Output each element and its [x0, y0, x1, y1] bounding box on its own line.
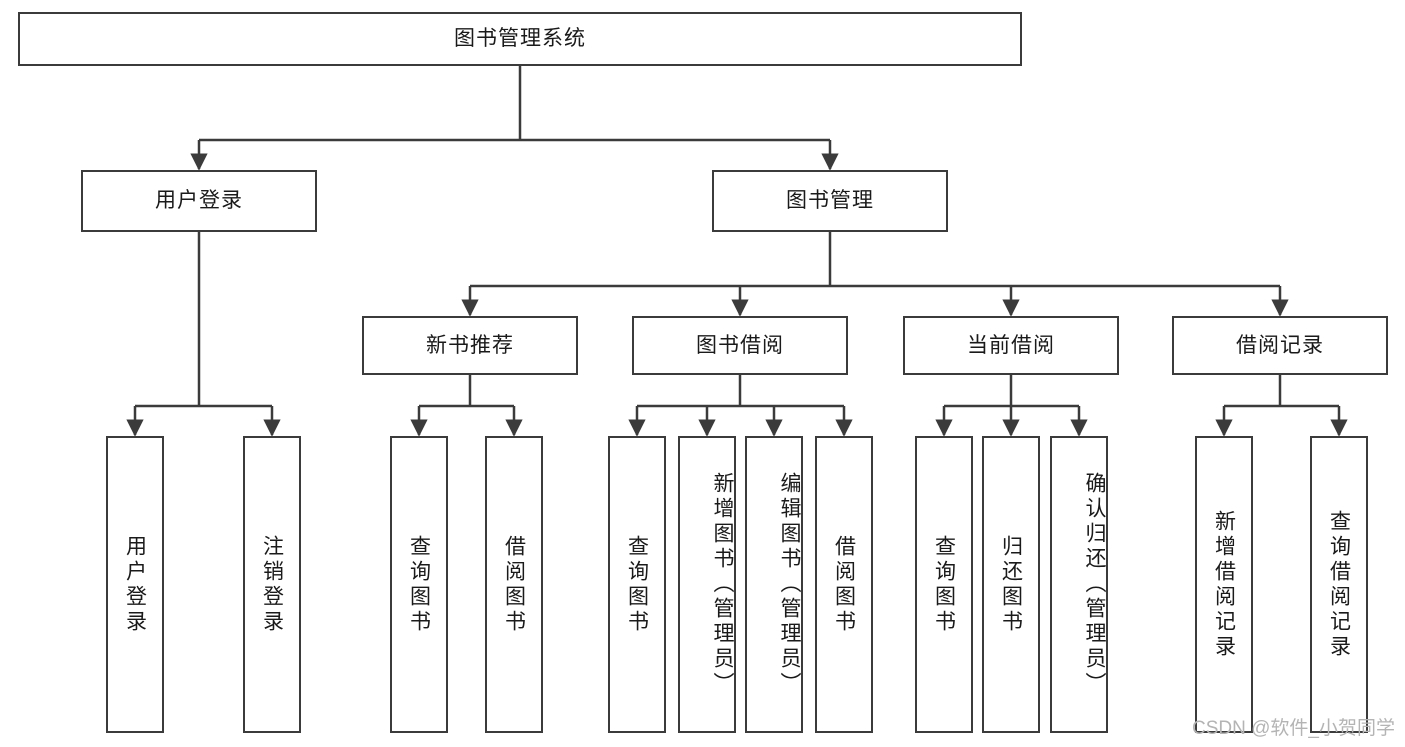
node-label: 借阅记录	[1236, 333, 1324, 357]
node-leaf-user-login[interactable]: 用户登录	[106, 436, 164, 733]
node-label: 确认归还（管理员）	[1083, 472, 1106, 697]
node-label: 当前借阅	[967, 333, 1055, 357]
node-label: 图书借阅	[696, 333, 784, 357]
node-root[interactable]: 图书管理系统	[18, 12, 1022, 66]
node-leaf-borrow-book-2[interactable]: 借阅图书	[815, 436, 873, 733]
node-current-borrow[interactable]: 当前借阅	[903, 316, 1119, 375]
node-user-login[interactable]: 用户登录	[81, 170, 317, 232]
node-label: 新书推荐	[426, 333, 514, 357]
node-leaf-add-record[interactable]: 新增借阅记录	[1195, 436, 1253, 733]
node-leaf-add-book[interactable]: 新增图书（管理员）	[678, 436, 736, 733]
node-book-borrow[interactable]: 图书借阅	[632, 316, 848, 375]
node-leaf-query-book-1[interactable]: 查询图书	[390, 436, 448, 733]
node-label: 注销登录	[260, 534, 284, 635]
node-label: 查询借阅记录	[1327, 509, 1351, 660]
node-leaf-query-book-2[interactable]: 查询图书	[608, 436, 666, 733]
node-label: 图书管理系统	[454, 27, 586, 51]
node-label: 用户登录	[123, 534, 147, 635]
node-label: 编辑图书（管理员）	[778, 472, 801, 697]
node-leaf-query-book-3[interactable]: 查询图书	[915, 436, 973, 733]
node-label: 查询图书	[932, 534, 956, 635]
node-label: 用户登录	[155, 189, 243, 213]
node-label: 新增借阅记录	[1212, 509, 1236, 660]
node-leaf-user-logout[interactable]: 注销登录	[243, 436, 301, 733]
node-label: 归还图书	[999, 534, 1023, 635]
node-leaf-borrow-book-1[interactable]: 借阅图书	[485, 436, 543, 733]
node-borrow-record[interactable]: 借阅记录	[1172, 316, 1388, 375]
node-label: 图书管理	[786, 189, 874, 213]
node-label: 新增图书（管理员）	[711, 472, 734, 697]
node-book-manage[interactable]: 图书管理	[712, 170, 948, 232]
watermark: CSDN @软件_小贺同学	[1192, 718, 1395, 739]
node-new-book-rec[interactable]: 新书推荐	[362, 316, 578, 375]
node-label: 查询图书	[407, 534, 431, 635]
node-label: 查询图书	[625, 534, 649, 635]
node-label: 借阅图书	[502, 534, 526, 635]
node-leaf-query-record[interactable]: 查询借阅记录	[1310, 436, 1368, 733]
node-label: 借阅图书	[832, 534, 856, 635]
node-leaf-confirm-return[interactable]: 确认归还（管理员）	[1050, 436, 1108, 733]
node-leaf-return-book[interactable]: 归还图书	[982, 436, 1040, 733]
node-leaf-edit-book[interactable]: 编辑图书（管理员）	[745, 436, 803, 733]
